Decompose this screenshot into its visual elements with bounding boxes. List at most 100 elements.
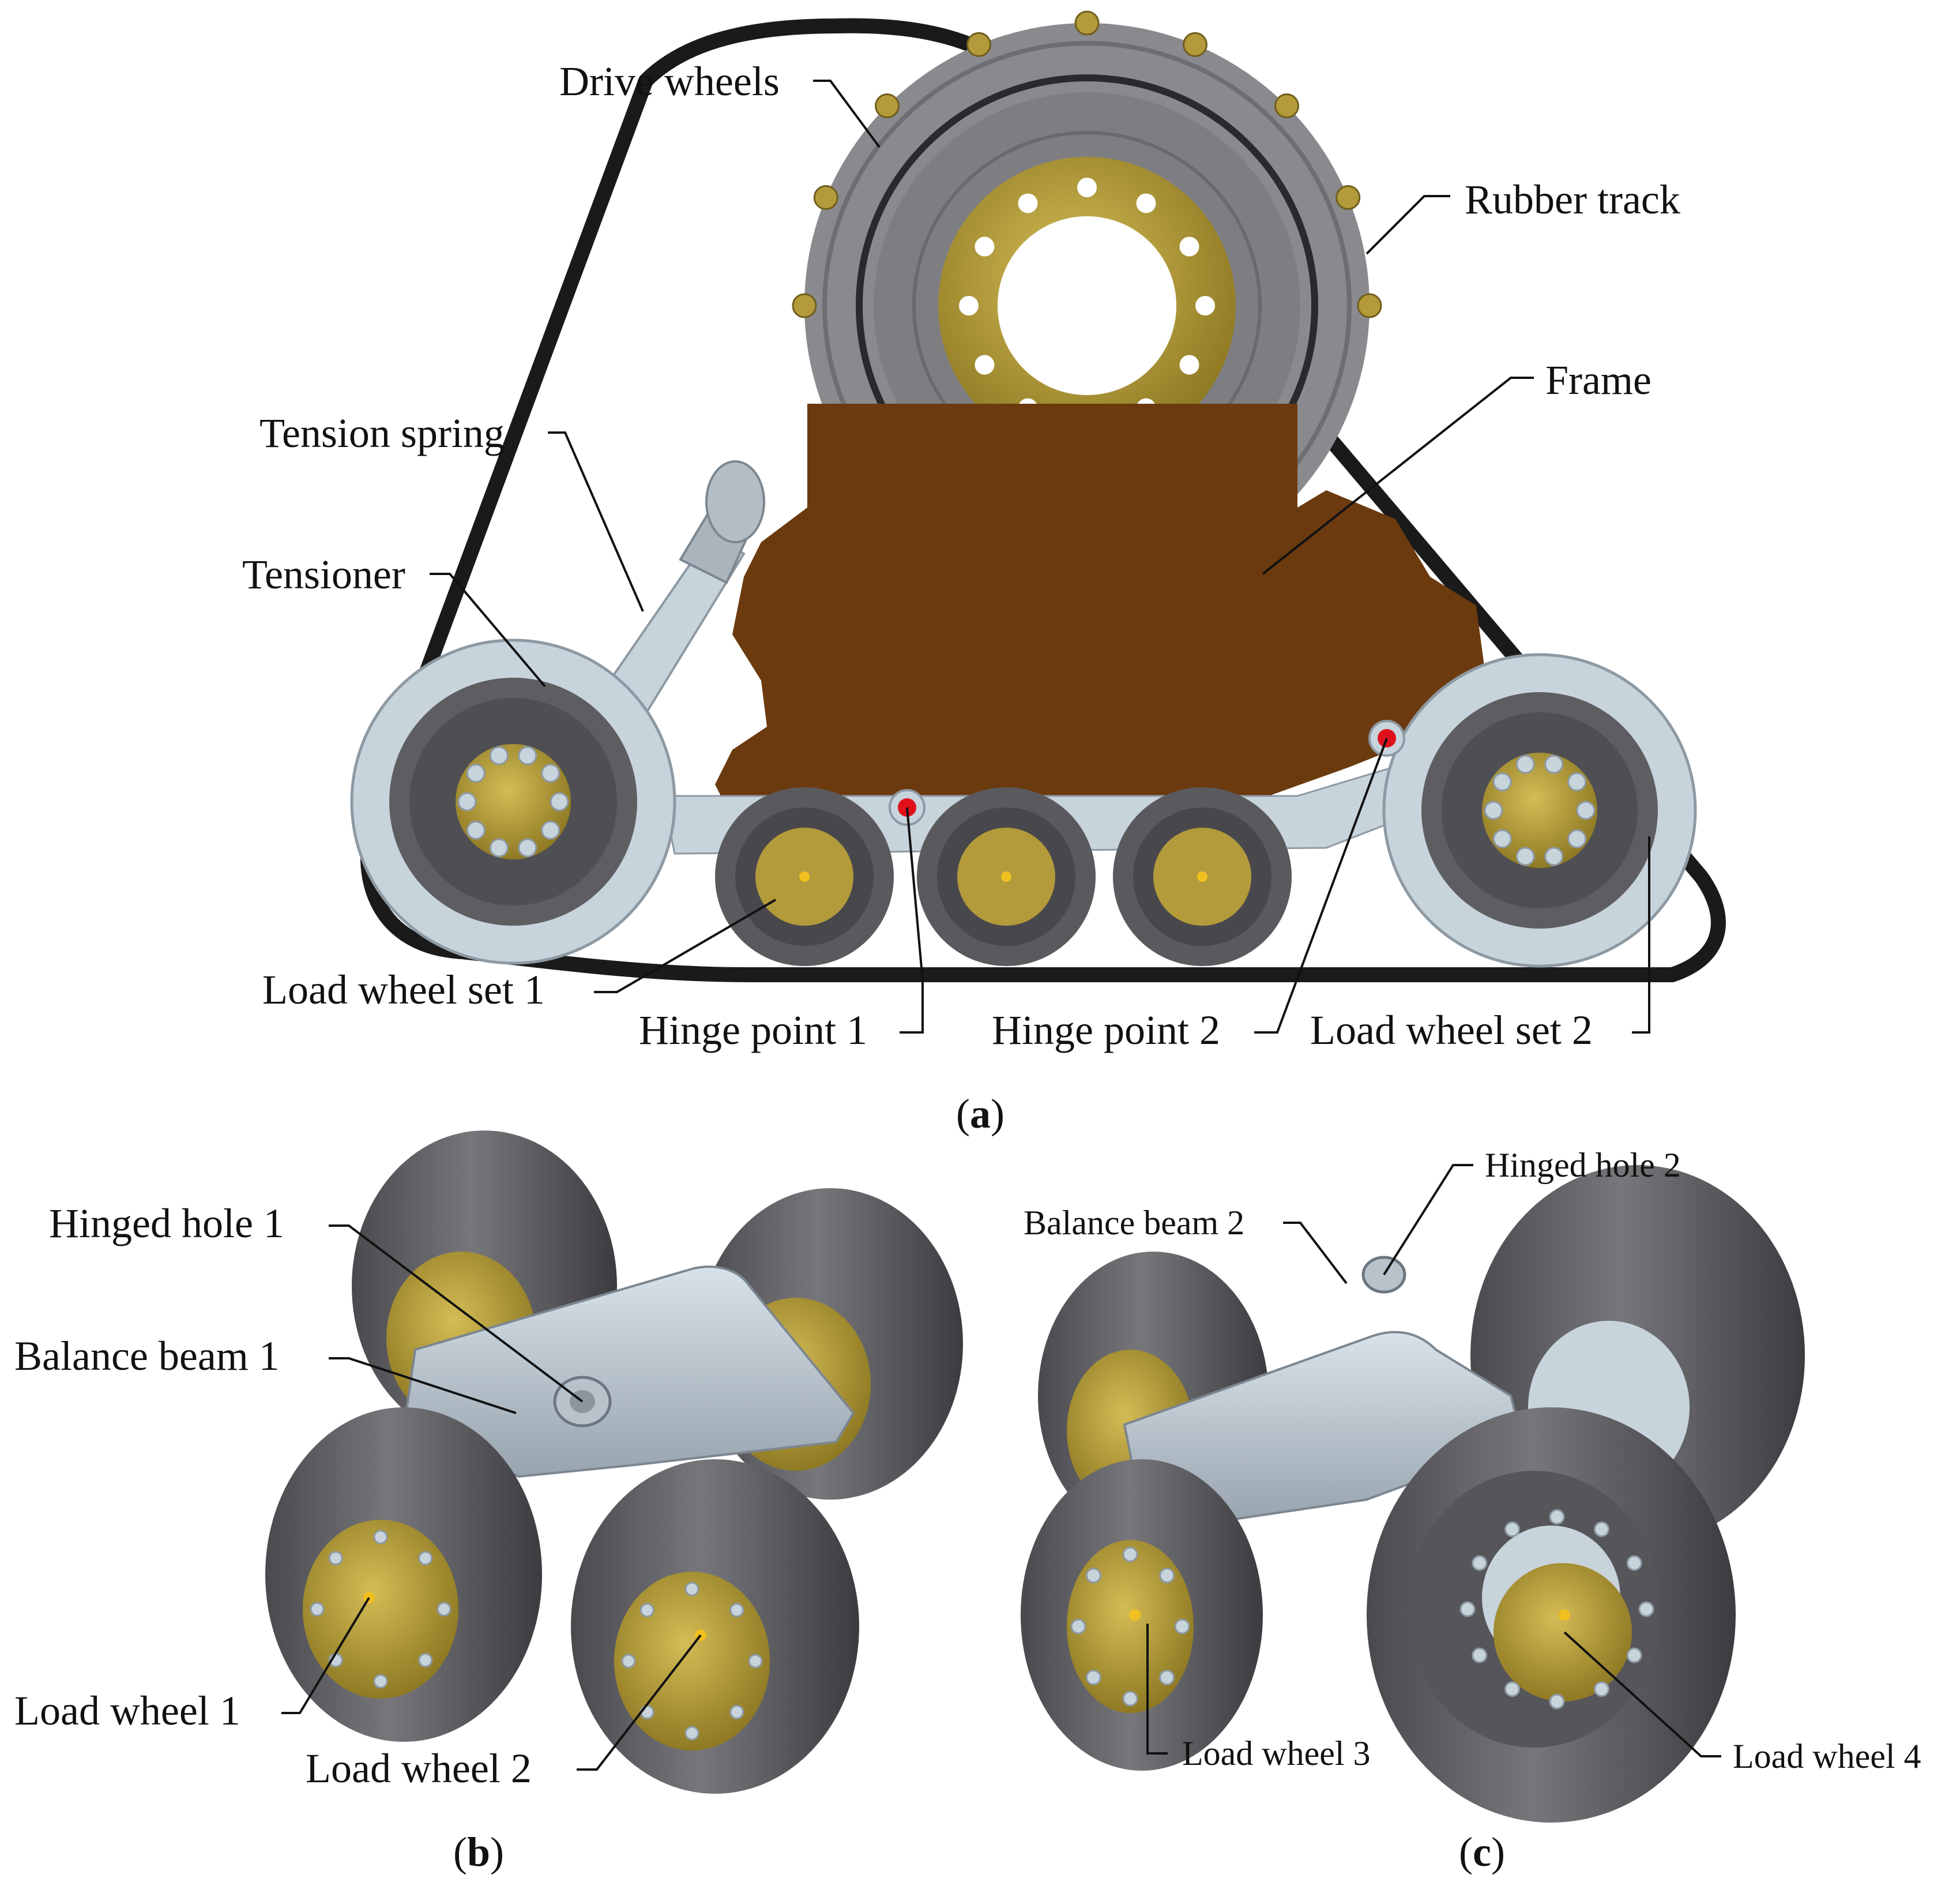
panel-a: Drive wheels Rubber track Frame Tension … bbox=[242, 10, 1726, 1137]
rim-bolt-icon bbox=[1183, 32, 1208, 57]
hub-bolt-icon bbox=[457, 792, 477, 812]
hub-bolt-icon bbox=[684, 1726, 699, 1741]
rim-bolt-icon bbox=[1335, 185, 1361, 210]
hub-bolt-icon bbox=[310, 1602, 325, 1617]
hub-bolt-icon bbox=[1174, 1618, 1190, 1635]
hub-bolt-icon bbox=[1567, 829, 1587, 848]
hub-bolt-icon bbox=[518, 838, 537, 858]
load-wheel-set-2-wheel bbox=[1382, 653, 1697, 968]
hub-bolt-icon bbox=[328, 1551, 343, 1566]
label-load-wheel-set-1: Load wheel set 1 bbox=[262, 967, 545, 1013]
hub-bolt-icon bbox=[1594, 1521, 1609, 1537]
hub-bolt-icon bbox=[1549, 1509, 1565, 1525]
hub-bolt-icon bbox=[1504, 1681, 1520, 1697]
hub-bolt-icon bbox=[639, 1704, 654, 1719]
caption-a-letter: a bbox=[970, 1091, 991, 1137]
leader-tensioner bbox=[430, 573, 546, 688]
hub-bolt-icon bbox=[1122, 1546, 1138, 1562]
leader-balance-beam-2 bbox=[1283, 1222, 1348, 1284]
leader-drive-wheels bbox=[813, 80, 881, 148]
leader-tension-spring bbox=[548, 431, 644, 612]
hub-bolt-icon bbox=[1070, 1618, 1086, 1635]
hub-bolt-icon bbox=[1626, 1647, 1642, 1663]
hub-bolt-icon bbox=[684, 1582, 699, 1596]
hub-bolt-icon bbox=[541, 820, 560, 840]
hub-bolt-icon bbox=[1515, 754, 1535, 774]
hub-hole-icon bbox=[1179, 236, 1199, 257]
hub-bolt-icon bbox=[729, 1603, 744, 1618]
small-wheel-center-icon bbox=[1197, 871, 1207, 882]
label-hinged-hole-1: Hinged hole 1 bbox=[49, 1200, 284, 1246]
rim-bolt-icon bbox=[813, 185, 838, 210]
hub-bolt-icon bbox=[1472, 1555, 1488, 1571]
leader-load-wheel-3 bbox=[1146, 1624, 1168, 1755]
leader-load-wheel-2 bbox=[577, 1634, 702, 1771]
leader-load-wheel-4 bbox=[1563, 1631, 1721, 1757]
label-load-wheel-set-2: Load wheel set 2 bbox=[1310, 1007, 1593, 1053]
panel-c-bolts bbox=[1070, 1509, 1654, 1710]
hub-hole-icon bbox=[1018, 193, 1038, 213]
hub-bolt-icon bbox=[1594, 1681, 1609, 1697]
hub-hole-icon bbox=[975, 355, 995, 375]
drive-wheel-bolts bbox=[792, 10, 1382, 318]
label-drive-wheels: Drive wheels bbox=[559, 58, 780, 104]
hub-bolt-icon bbox=[466, 764, 486, 783]
caption-b: (b) bbox=[453, 1829, 504, 1875]
label-hinged-hole-2: Hinged hole 2 bbox=[1485, 1146, 1681, 1184]
label-hinge-point-2: Hinge point 2 bbox=[992, 1007, 1220, 1053]
hub-bolt-icon bbox=[639, 1603, 654, 1618]
hub-hole-icon bbox=[1077, 178, 1097, 197]
caption-c-letter: c bbox=[1473, 1829, 1491, 1875]
hub-bolt-icon bbox=[550, 792, 569, 812]
leader-frame bbox=[1262, 377, 1534, 575]
hub-bolt-icon bbox=[1492, 772, 1512, 792]
hub-hole-icon bbox=[959, 296, 979, 315]
rim-bolt-icon bbox=[875, 93, 900, 119]
label-balance-beam-1: Balance beam 1 bbox=[14, 1333, 280, 1379]
leader-hinged-hole-1 bbox=[329, 1224, 584, 1403]
label-rubber-track: Rubber track bbox=[1465, 176, 1680, 223]
hub-bolt-icon bbox=[466, 820, 486, 840]
hub-bolt-icon bbox=[1515, 847, 1535, 866]
rim-bolt-icon bbox=[1274, 93, 1299, 119]
label-tensioner: Tensioner bbox=[242, 551, 405, 598]
hub-bolt-icon bbox=[1576, 801, 1596, 820]
hub-hole-icon bbox=[975, 236, 995, 257]
leader-load-wheel-1 bbox=[281, 1596, 370, 1714]
leader-hinged-hole-2 bbox=[1383, 1164, 1473, 1276]
hub-hole-icon bbox=[1179, 355, 1199, 375]
rim-bolt-icon bbox=[792, 293, 817, 318]
label-tension-spring: Tension spring bbox=[259, 410, 505, 456]
load-wheel-1 bbox=[265, 1407, 542, 1742]
leader-balance-beam-1 bbox=[329, 1357, 517, 1414]
hub-bolt-icon bbox=[1549, 1693, 1565, 1710]
load-wheel-4 bbox=[1367, 1407, 1736, 1823]
hub-bolt-icon bbox=[1544, 847, 1564, 866]
idler-wheel bbox=[350, 638, 676, 965]
hub-bolt-icon bbox=[373, 1674, 388, 1689]
label-load-wheel-3: Load wheel 3 bbox=[1182, 1734, 1371, 1772]
caption-b-letter: b bbox=[467, 1829, 490, 1875]
hub-bolt-icon bbox=[541, 764, 560, 783]
panel-c: Hinged hole 2 Balance beam 2 Load wheel … bbox=[1021, 1146, 1921, 1875]
hub-bolt-icon bbox=[1459, 1601, 1476, 1617]
hub-bolt-icon bbox=[1626, 1555, 1642, 1571]
hub-bolt-icon bbox=[729, 1704, 744, 1719]
leader-hinge-point-1 bbox=[900, 807, 924, 1034]
small-wheel-center-icon bbox=[799, 871, 810, 882]
label-hinge-point-1: Hinge point 1 bbox=[639, 1007, 867, 1053]
hub-bolt-icon bbox=[1484, 801, 1503, 820]
hub-bolt-icon bbox=[1472, 1647, 1488, 1663]
panel-b: Hinged hole 1 Balance beam 1 Load wheel … bbox=[14, 1130, 963, 1875]
label-frame: Frame bbox=[1545, 357, 1651, 403]
rim-bolt-icon bbox=[966, 32, 991, 57]
leader-load-wheel-set-2 bbox=[1632, 836, 1650, 1034]
hub-bolt-icon bbox=[489, 746, 509, 765]
hub-bolt-icon bbox=[489, 838, 509, 858]
hub-bolt-icon bbox=[373, 1530, 388, 1545]
hub-bolt-icon bbox=[1159, 1669, 1175, 1685]
hub-bolt-icon bbox=[418, 1652, 433, 1667]
leader-load-wheel-set-1 bbox=[594, 899, 777, 993]
